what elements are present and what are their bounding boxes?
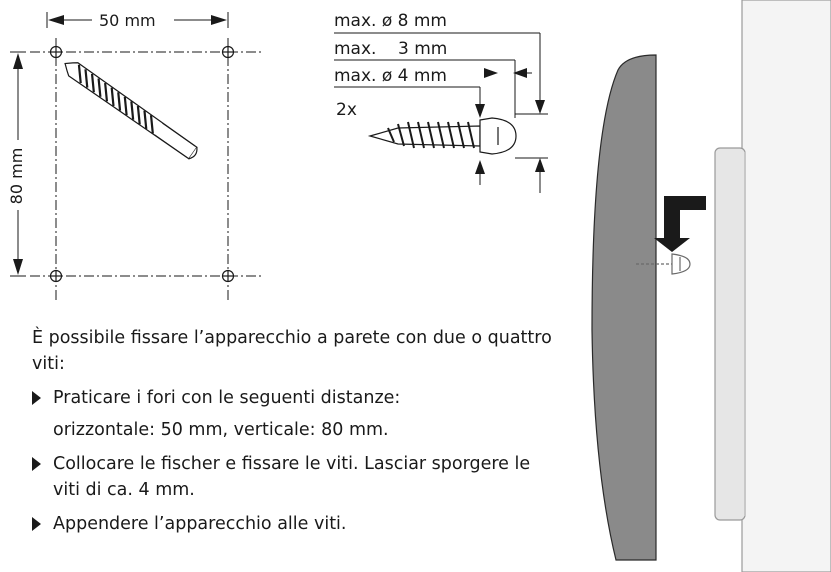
- intro-text: È possibile fissare l’apparecchio a pare…: [32, 328, 552, 374]
- step-text: Appendere l’apparecchio alle viti.: [53, 514, 347, 534]
- head-diameter-label: max. ø 8 mm: [334, 11, 447, 31]
- list-item: Appendere l’apparecchio alle viti.: [32, 511, 552, 537]
- list-item: Praticare i fori con le seguenti distanz…: [32, 385, 552, 443]
- drill-bit-icon: [64, 62, 198, 160]
- mounted-screw-icon: [636, 253, 691, 275]
- horizontal-dimension: [46, 12, 229, 28]
- step-text: Collocare le fischer e fissare le viti. …: [53, 454, 531, 500]
- wall: [591, 54, 657, 561]
- triangle-right-icon: [32, 457, 41, 471]
- triangle-right-icon: [32, 391, 41, 405]
- instruction-steps: Praticare i fori con le seguenti distanz…: [32, 385, 552, 537]
- hole-marker: [49, 269, 63, 283]
- screw-quantity-label: 2x: [336, 100, 357, 120]
- horizontal-distance-label: 50 mm: [99, 11, 156, 30]
- shank-diameter-label: max. ø 4 mm: [334, 66, 447, 86]
- hole-marker: [49, 45, 63, 59]
- wall-mount-illustration: [591, 0, 831, 572]
- screw-spec-diagram: [334, 32, 548, 193]
- drilling-template: [10, 12, 262, 300]
- arrowhead-down-icon: [13, 259, 23, 275]
- arrowhead-right-icon: [211, 15, 227, 25]
- vertical-distance-label: 80 mm: [7, 148, 26, 205]
- hole-marker: [221, 269, 235, 283]
- bent-arrow-icon: [654, 196, 706, 252]
- triangle-right-icon: [32, 517, 41, 531]
- head-height-label: 3 mm: [398, 39, 447, 59]
- instructions: È possibile fissare l’apparecchio a pare…: [32, 325, 552, 545]
- step-text: Praticare i fori con le seguenti distanz…: [53, 388, 401, 408]
- arrowhead-up-icon: [13, 53, 23, 69]
- device: [714, 0, 831, 572]
- list-item: Collocare le fischer e fissare le viti. …: [32, 451, 552, 503]
- head-height-prefix: max.: [334, 39, 376, 59]
- vertical-dimension: [10, 51, 26, 277]
- arrowhead-left-icon: [48, 15, 64, 25]
- step-text-detail: orizzontale: 50 mm, verticale: 80 mm.: [53, 420, 389, 440]
- hole-marker: [221, 45, 235, 59]
- screw-icon: [367, 117, 517, 155]
